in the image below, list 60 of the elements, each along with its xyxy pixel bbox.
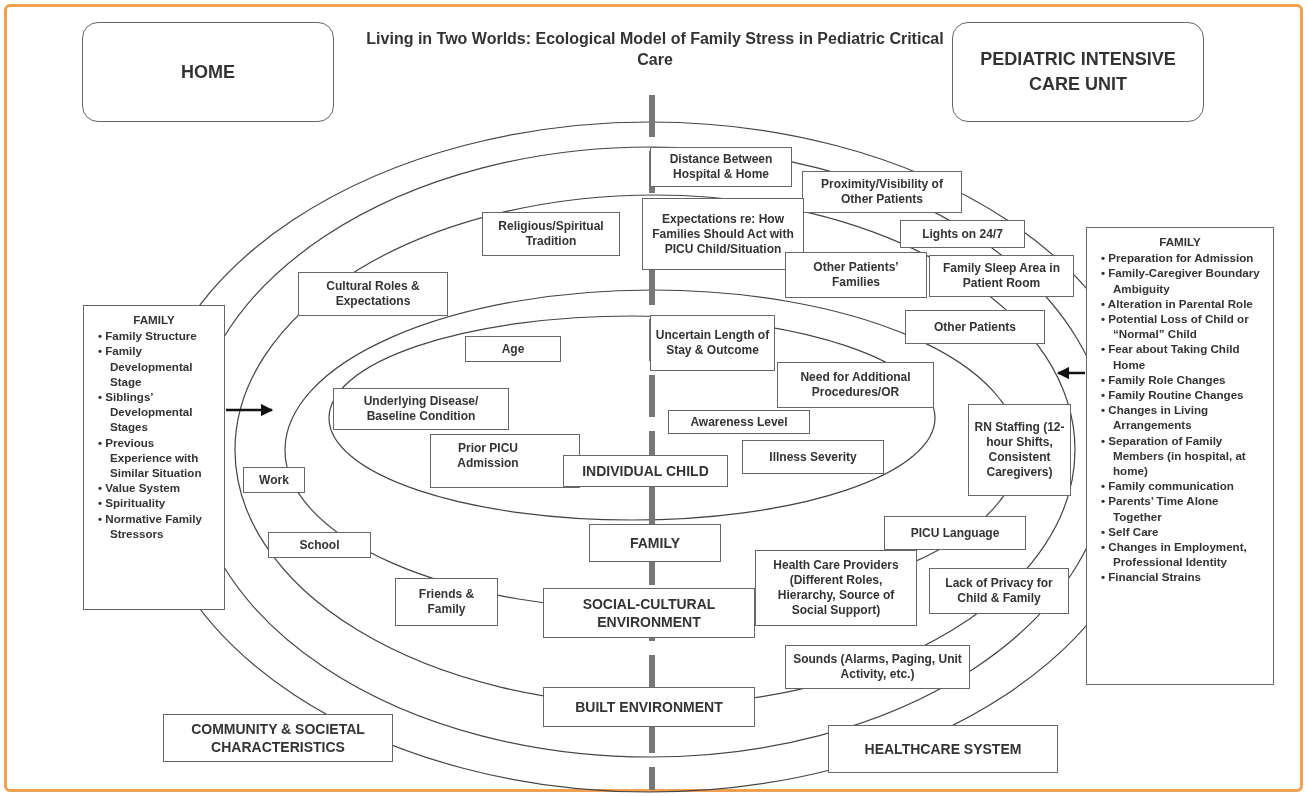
factor-label: Religious/Spiritual Tradition	[482, 212, 620, 256]
list-item: • Family-Caregiver Boundary Ambiguity	[1101, 265, 1261, 296]
setting-box: PEDIATRIC INTENSIVE CARE UNIT	[952, 22, 1204, 122]
list-item: • Siblings’ Developmental Stages	[98, 389, 194, 435]
diagram-title: Living in Two Worlds: Ecological Model of Family Stress in Pediatric Critical Care	[365, 29, 945, 70]
list-item: • Separation of Family Members (in hospital, at home)	[1101, 432, 1247, 479]
list-item: • Normative Family Stressors	[98, 510, 203, 542]
list-item: • Alteration in Parental Role	[1101, 295, 1254, 311]
family-factors-panel	[83, 305, 225, 610]
factor-label: Lights on 24/7	[900, 220, 1025, 248]
list-item: • Changes in Living Arrangements	[1101, 402, 1210, 433]
level-label: SOCIAL-CULTURAL ENVIRONMENT	[543, 588, 755, 638]
factor-label: Uncertain Length of Stay & Outcome	[650, 315, 775, 371]
factor-label: PICU Language	[884, 516, 1026, 550]
list-item: • Spirituality	[98, 495, 167, 511]
list-item: • Family Role Changes	[1101, 371, 1227, 388]
factor-label: Need for Additional Procedures/OR	[777, 362, 934, 408]
list-item: • Family Routine Changes	[1101, 387, 1245, 403]
list-item: • Value System	[98, 480, 182, 496]
factor-label: Work	[243, 467, 305, 493]
arrow	[226, 403, 274, 417]
level-label: BUILT ENVIRONMENT	[543, 687, 755, 727]
factor-label: Underlying Disease/ Baseline Condition	[333, 388, 509, 430]
factor-label: Family Sleep Area in Patient Room	[929, 255, 1074, 297]
list-item: • Changes in Employment, Professional Identity	[1101, 539, 1248, 570]
factor-label: Proximity/Visibility of Other Patients	[802, 171, 962, 213]
family-factors-panel	[1086, 227, 1274, 685]
factor-label: Other Patients’ Families	[785, 252, 927, 298]
list-item: • Financial Strains	[1101, 569, 1203, 585]
list-item: • Family communication	[1101, 478, 1235, 494]
list-item: • Previous Experience with Similar Situation	[98, 434, 203, 481]
list-item: • Self Care	[1101, 523, 1160, 540]
factor-label: Lack of Privacy for Child & Family	[929, 568, 1069, 614]
factor-label: School	[268, 532, 371, 558]
list-item: • Fear about Taking Child Home	[1101, 341, 1241, 372]
factor-label: Cultural Roles & Expectations	[298, 272, 448, 316]
list-item: • Family Structure	[98, 328, 198, 344]
factor-label: Other Patients	[905, 310, 1045, 344]
setting-box: HOME	[82, 22, 334, 122]
arrow	[1056, 366, 1085, 380]
factor-label: Friends & Family	[395, 578, 498, 626]
factor-label: Prior PICU Admission	[430, 434, 580, 488]
level-label: FAMILY	[589, 524, 721, 562]
factor-label: Health Care Providers (Different Roles, Hierarchy, Source of Social Support)	[755, 550, 917, 626]
level-label: COMMUNITY & SOCIETAL CHARACTERISTICS	[163, 714, 393, 762]
factor-label: Distance Between Hospital & Home	[650, 147, 792, 187]
panel-heading: FAMILY	[1158, 234, 1202, 250]
list-item: • Family Developmental Stage	[98, 343, 194, 389]
level-label: INDIVIDUAL CHILD	[563, 455, 728, 487]
factor-label: Sounds (Alarms, Paging, Unit Activity, etc.)	[785, 645, 970, 689]
list-item: • Potential Loss of Child or “Normal” Child	[1101, 311, 1250, 342]
level-label: HEALTHCARE SYSTEM	[828, 725, 1058, 773]
factor-label: RN Staffing (12-hour Shifts, Consistent Caregivers)	[968, 404, 1071, 496]
factor-label: Illness Severity	[742, 440, 884, 474]
list-item: • Parents’ Time Alone Together	[1101, 493, 1220, 524]
factor-label: Expectations re: How Families Should Act with PICU Child/Situation	[642, 198, 804, 270]
panel-heading: FAMILY	[132, 312, 176, 328]
list-item: • Preparation for Admission	[1101, 250, 1255, 266]
factor-label: Age	[465, 336, 561, 362]
factor-label: Awareness Level	[668, 410, 810, 434]
